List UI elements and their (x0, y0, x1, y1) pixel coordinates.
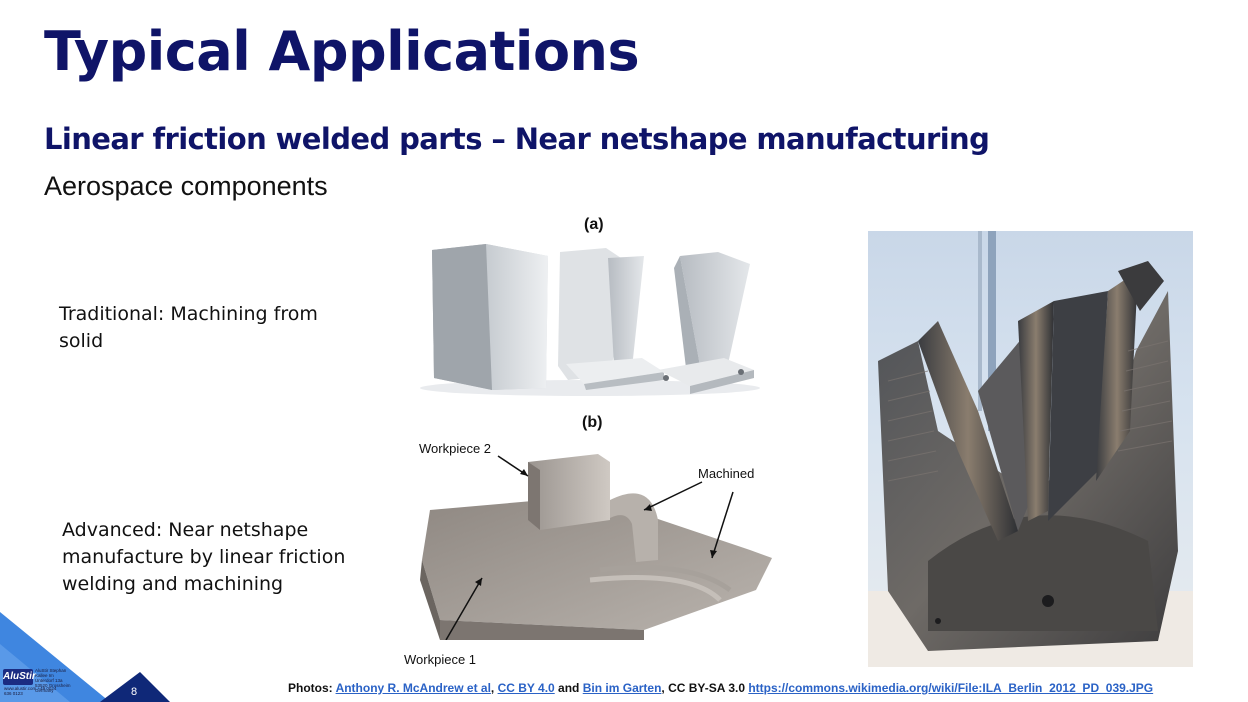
page-number: 8 (130, 686, 138, 698)
advanced-text: Advanced: Near netshape manufacture by l… (62, 519, 346, 595)
credit-link-cc-by[interactable]: CC BY 4.0 (497, 681, 555, 695)
traditional-text: Traditional: Machining from solid (59, 303, 318, 352)
callout-machined: Machined (698, 466, 755, 481)
credit-link-bin-im-garten[interactable]: Bin im Garten (582, 681, 662, 695)
figure-b-image (420, 454, 772, 640)
figure-a-label: (a) (584, 216, 604, 233)
slide-subtitle: Linear friction welded parts – Near nets… (44, 122, 990, 156)
credits-sep: and (554, 681, 583, 695)
credit-link-wikimedia[interactable]: https://commons.wikimedia.org/wiki/File:… (748, 681, 1154, 695)
slide-subheading: Aerospace components (44, 171, 328, 201)
figure-b-label: (b) (582, 414, 603, 431)
credits-sep: , (490, 681, 498, 695)
photo-credits: Photos: Anthony R. McAndrew et al, CC BY… (288, 681, 1153, 695)
logo-badge: AluStir (3, 669, 36, 685)
slide-title: Typical Applications (44, 20, 640, 83)
logo-address: AluStir Stephan Kallee Im Unterdorf 13a … (35, 668, 71, 693)
blisk-photo (868, 231, 1193, 667)
logo-contact: www.alustir.com +49 0024 636 0123 (4, 686, 57, 696)
credits-prefix: Photos: (288, 681, 336, 695)
figure-a-image (420, 244, 760, 396)
callout-workpiece-2: Workpiece 2 (419, 441, 492, 456)
credits-sep: , CC BY-SA 3.0 (661, 681, 749, 695)
callout-workpiece-1: Workpiece 1 (404, 652, 477, 667)
credit-link-mcandrew[interactable]: Anthony R. McAndrew et al (335, 681, 491, 695)
